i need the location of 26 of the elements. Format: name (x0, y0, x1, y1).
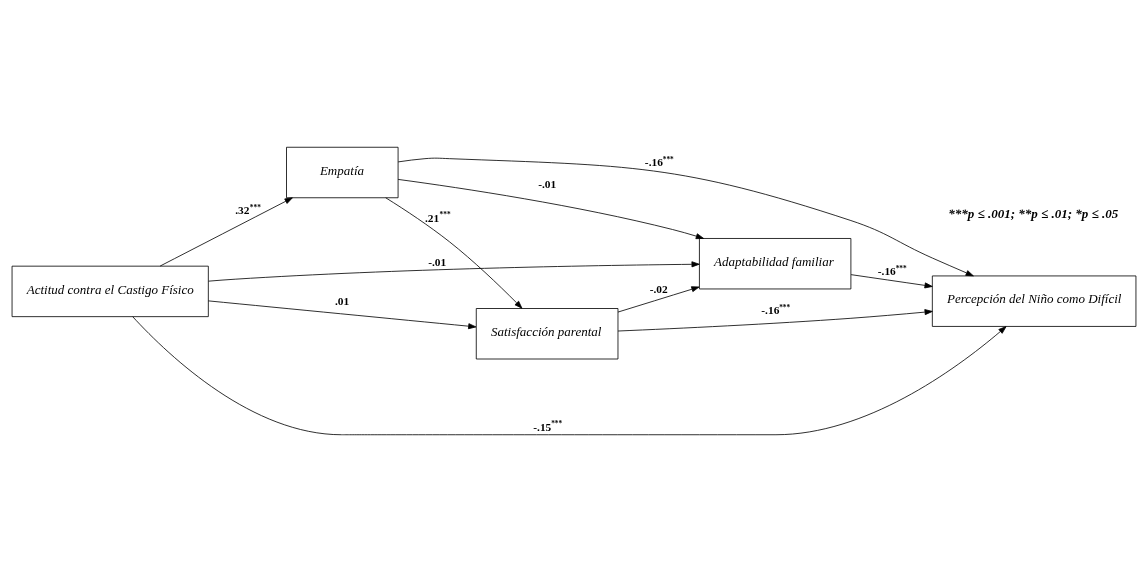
edge-label: -.16$^{***}$ (644, 154, 674, 168)
edge-label: -.02 (649, 282, 668, 295)
arrow (397, 178, 704, 239)
edge-label: -.01 (538, 177, 557, 190)
edge-label: .21$^{***}$ (424, 209, 451, 224)
node-box: Percepción del Niño como Difícil (931, 275, 1137, 327)
node-box: Actitud contra el Castigo Físico (11, 265, 209, 317)
node-box: Satisfacción parental (475, 307, 619, 359)
arrow (208, 260, 700, 282)
label: ***p ≤ .001; **p ≤ .01; *p ≤ .05 (948, 205, 1119, 221)
edge-label: .01 (334, 294, 350, 307)
arrow (208, 300, 477, 329)
arrow (397, 157, 974, 276)
edge-label: -.16$^{***}$ (761, 302, 791, 316)
edge-label: .32$^{***}$ (235, 202, 261, 216)
arrow (159, 196, 293, 266)
edge-label: -.15$^{***}$ (533, 418, 563, 433)
arrow (850, 273, 933, 288)
arrow (385, 196, 523, 309)
edge-label: -.16$^{***}$ (877, 263, 907, 277)
edge-label: -.01 (428, 255, 447, 268)
arrow (132, 315, 1007, 435)
node-box: Adaptabilidad familiar (699, 237, 852, 289)
arrow (617, 308, 933, 331)
node-box: Empatía (286, 146, 399, 198)
arrow (617, 285, 700, 312)
